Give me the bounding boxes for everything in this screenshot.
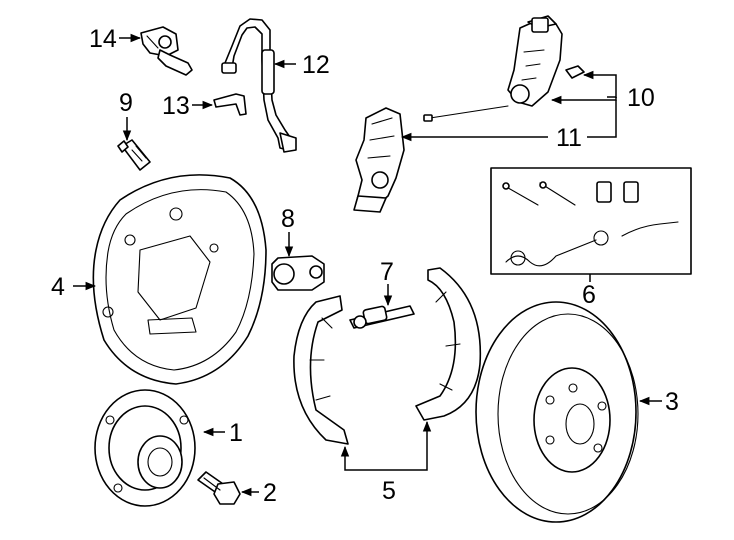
brake-drum-part (475, 301, 639, 523)
wheel-cylinder-part (271, 255, 325, 291)
callout-6: 6 (582, 281, 596, 309)
callout-3: 3 (665, 388, 679, 416)
callout-10: 10 (627, 84, 655, 112)
brake-actuator-part (423, 15, 585, 122)
hub-bearing-part (94, 389, 196, 507)
leader-lines (73, 33, 662, 497)
brake-hose-part (221, 18, 297, 153)
callout-7: 7 (380, 258, 394, 286)
callout-13: 13 (162, 92, 190, 120)
callout-labels: 14 12 13 9 10 11 4 8 7 6 5 3 1 2 (51, 25, 679, 507)
hardware-kit-part (490, 167, 692, 275)
callout-11: 11 (556, 124, 582, 152)
callout-9: 9 (119, 89, 133, 117)
backing-plate-part (92, 174, 267, 385)
callout-12: 12 (302, 51, 330, 79)
callout-14: 14 (89, 25, 117, 53)
callout-5: 5 (382, 477, 396, 505)
brake-adjuster-part (349, 305, 415, 329)
wheel-speed-sensor-part (140, 26, 193, 76)
callout-2: 2 (263, 479, 277, 507)
callout-1: 1 (229, 419, 243, 447)
bleeder-screw-part (117, 139, 151, 171)
brake-shoes-part (293, 267, 482, 445)
callout-4: 4 (51, 273, 65, 301)
callout-8: 8 (281, 205, 295, 233)
hub-bolt-part (197, 471, 241, 505)
hose-clip-part (213, 93, 247, 116)
brake-bracket-part (353, 107, 405, 213)
